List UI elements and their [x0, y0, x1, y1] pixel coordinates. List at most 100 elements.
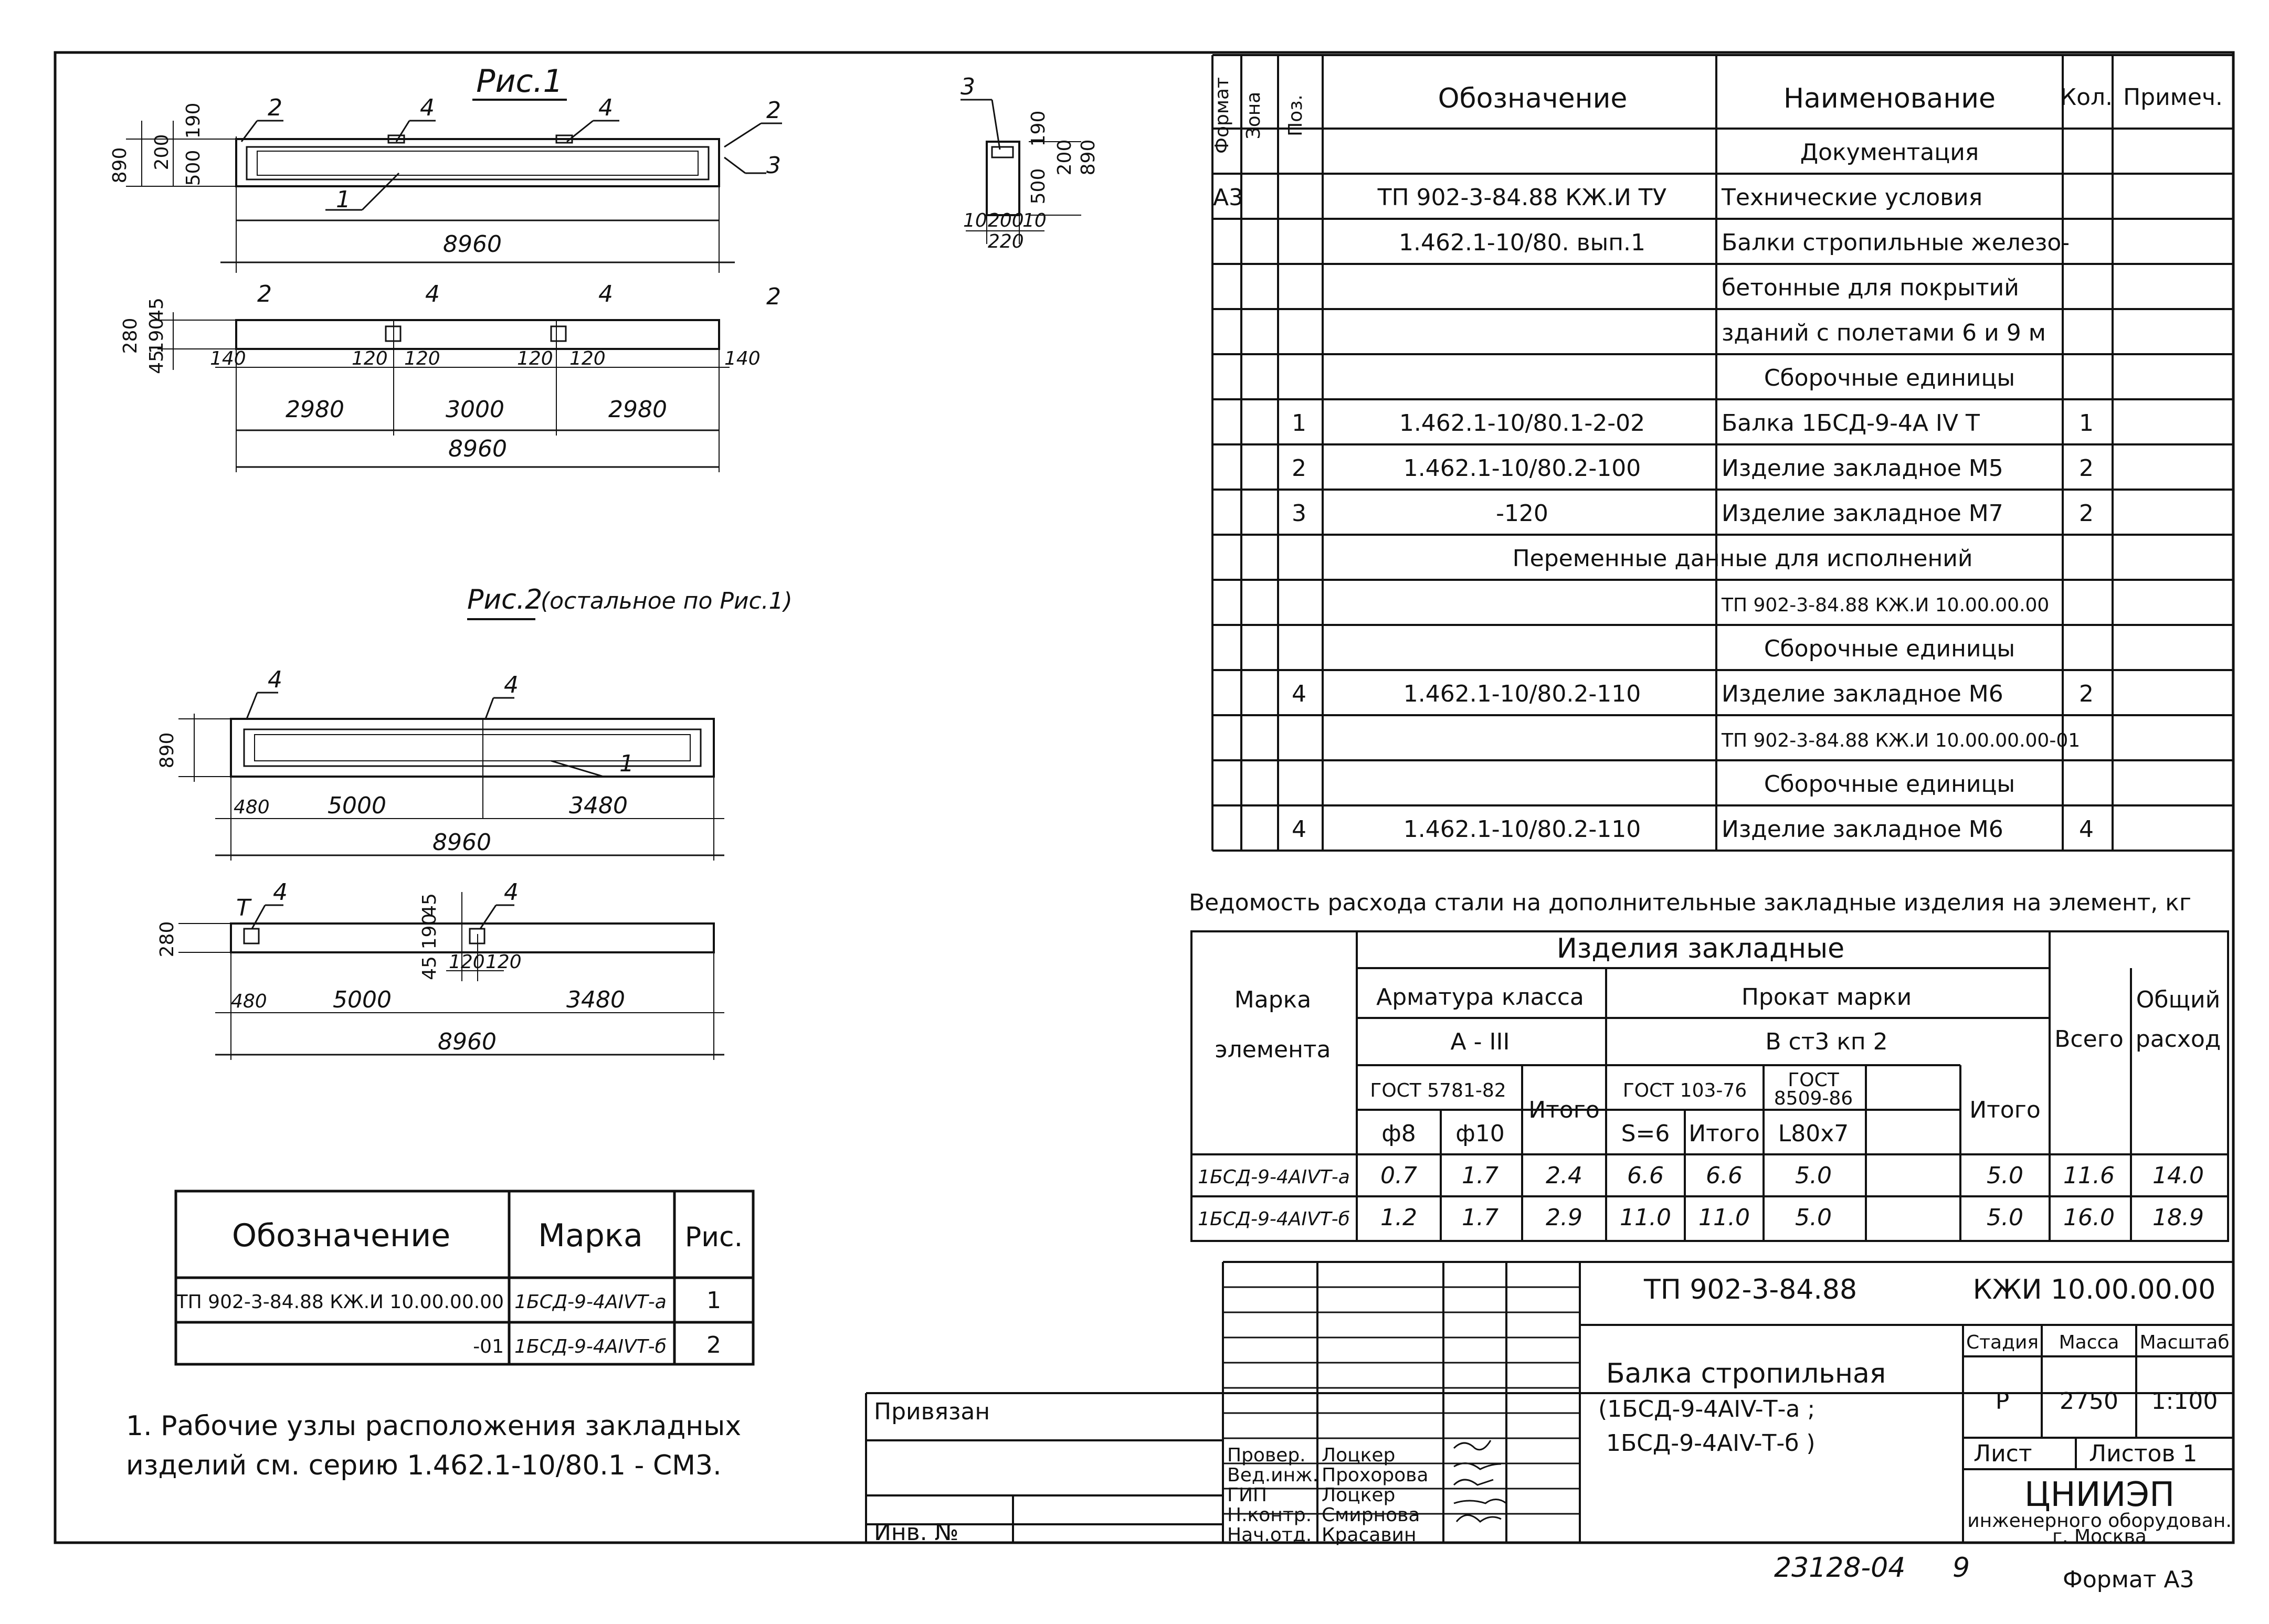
- spec-section-heading: Сборочные единицы: [1764, 771, 2015, 798]
- steel-h-gost103: ГОСТ 103-76: [1623, 1080, 1747, 1101]
- fig1-dim-200: 200: [151, 134, 173, 171]
- marks-fig-cell: 1: [706, 1287, 721, 1314]
- fig1-callout-2b: 2: [766, 97, 781, 124]
- tb-code: ТП 902-3-84.88: [1643, 1274, 1857, 1305]
- tb-stage: Р: [1996, 1388, 2010, 1415]
- steel-sum1-cell: 2.9: [1546, 1204, 1582, 1231]
- fig2-title: Рис.2: [467, 584, 542, 615]
- steel-h-l80: L80x7: [1778, 1120, 1849, 1147]
- spec-header-format: Формат: [1211, 77, 1233, 154]
- spec-designation-cell: -120: [1496, 500, 1548, 527]
- fig2-plan-callout-4a: 4: [273, 879, 288, 906]
- spec-section-heading: Переменные данные для исполнений: [1513, 545, 1973, 572]
- fig1-callout-4b: 4: [598, 94, 613, 121]
- spec-header-name: Наименование: [1783, 83, 1996, 114]
- spec-name-cell: Балка 1БСД-9-4А IV Т: [1722, 410, 1980, 437]
- spec-section-heading: Документация: [1800, 139, 1979, 166]
- spec-name-cell: Изделие закладное М7: [1722, 500, 2003, 527]
- tb-org-2: инженерного оборудован.: [1967, 1510, 2232, 1532]
- spec-qty-cell: 1: [2079, 410, 2094, 437]
- fig1-plan-120d: 120: [569, 348, 606, 369]
- spec-name-cell: Балки стропильные железо-: [1722, 229, 2070, 256]
- fig2-callout-4a: 4: [268, 666, 282, 693]
- steel-h-itogo3: Итого: [1688, 1120, 1760, 1147]
- tb-person: Лоцкер: [1322, 1484, 1395, 1506]
- fig2-beam-elevation: [178, 692, 724, 861]
- fig2-dim-890: 890: [156, 733, 178, 769]
- fig1-plan-140b: 140: [724, 348, 761, 369]
- fig2-plan-45b: 45: [419, 956, 440, 980]
- steel-h-itogo: Итого: [1528, 1097, 1600, 1123]
- steel-mark-cell: 1БСД-9-4АIVТ-б: [1198, 1208, 1350, 1230]
- tb-org: ЦНИИЭП: [2024, 1476, 2175, 1514]
- fig1-section-10b: 10: [1022, 210, 1047, 231]
- spec-header-pos: Поз.: [1285, 94, 1306, 136]
- tb-role: Н.контр.: [1227, 1504, 1312, 1526]
- spec-pos-cell: 1: [1292, 410, 1306, 437]
- fig1-dim-890: 890: [109, 147, 131, 184]
- steel-h-itogo2: Итого: [1969, 1097, 2041, 1123]
- tb-name-3: 1БСД-9-4АIV-Т-б ): [1606, 1430, 1816, 1457]
- spec-section-heading: Сборочные единицы: [1764, 635, 2015, 662]
- fig1-plan-120c: 120: [517, 348, 553, 369]
- spec-pos-cell: 3: [1292, 500, 1306, 527]
- steel-h-mark-1: Марка: [1234, 986, 1311, 1013]
- fig1-section-200w: 200: [988, 210, 1024, 231]
- steel-h-overall-2: расход: [2136, 1026, 2221, 1053]
- steel-d10-cell: 1.7: [1462, 1204, 1498, 1231]
- marks-mark-cell: 1БСД-9-4АIVТ-б: [514, 1336, 667, 1357]
- spec-header-zone: Зона: [1243, 92, 1264, 140]
- fig1-plan-2980b: 2980: [608, 396, 667, 423]
- marks-designation-cell: ТП 902-3-84.88 КЖ.И 10.00.00.00: [176, 1291, 504, 1313]
- footer-sheet: 9: [1953, 1552, 1970, 1584]
- steel-sum2-cell: 6.6: [1706, 1162, 1743, 1189]
- spec-designation-cell: 1.462.1-10/80.1-2-02: [1399, 410, 1645, 437]
- tb-role: Нач.отд.: [1227, 1524, 1312, 1546]
- fig1-callout-1: 1: [336, 186, 351, 213]
- steel-h-overall-1: Общий: [2136, 986, 2220, 1013]
- fig1-plan-callout-4b: 4: [598, 281, 613, 307]
- fig1-section-220: 220: [988, 231, 1024, 252]
- fig1-plan-8960: 8960: [448, 436, 507, 462]
- tb-person: Прохорова: [1322, 1464, 1428, 1486]
- steel-overall-cell: 14.0: [2152, 1162, 2204, 1189]
- marks-header-designation: Обозначение: [232, 1217, 450, 1254]
- fig2-dim-8960: 8960: [432, 829, 491, 856]
- steel-overall-cell: 18.9: [2152, 1204, 2204, 1231]
- spec-pos-cell: 2: [1292, 455, 1306, 482]
- fig1-plan-callout-2a: 2: [257, 281, 272, 307]
- spec-name-cell: Технические условия: [1721, 184, 1982, 211]
- footer-format: Формат А3: [2063, 1566, 2194, 1593]
- spec-qty-cell: 4: [2079, 816, 2094, 843]
- steel-h-prokat-grade: В ст3 кп 2: [1765, 1028, 1887, 1055]
- steel-mark-cell: 1БСД-9-4АIVТ-а: [1198, 1166, 1350, 1188]
- fig1-beam-plan: [157, 312, 730, 472]
- spec-designation-cell: 1.462.1-10/80.2-110: [1403, 816, 1641, 843]
- steel-h-total: Всего: [2054, 1026, 2123, 1053]
- spec-name-cell: Изделие закладное М5: [1722, 455, 2003, 482]
- tb-role: ГИП: [1227, 1484, 1267, 1506]
- fig1-callout-2a: 2: [268, 94, 282, 121]
- fig1-section-890: 890: [1078, 140, 1099, 176]
- fig1-section-190: 190: [1028, 111, 1049, 147]
- steel-h-gost8509-a: ГОСТ: [1788, 1069, 1839, 1091]
- fig1-plan-140a: 140: [210, 348, 246, 369]
- fig2-beam-plan: [178, 892, 724, 1060]
- spec-name-cell: ТП 902-3-84.88 КЖ.И 10.00.00.00-01: [1721, 730, 2080, 751]
- tb-privyazan: Привязан: [874, 1398, 990, 1425]
- fig2-plan-5000: 5000: [333, 986, 392, 1013]
- steel-sum3-cell: 5.0: [1987, 1162, 2023, 1189]
- fig2-plan-45a: 45: [419, 893, 440, 917]
- steel-h-rebar-class: А - III: [1451, 1028, 1510, 1055]
- steel-title: Ведомость расхода стали на дополнительны…: [1189, 889, 2191, 916]
- fig2-plan-callout-4b: 4: [504, 879, 519, 906]
- fig2-callout-1: 1: [619, 750, 634, 777]
- steel-l80-cell: 5.0: [1795, 1162, 1832, 1189]
- spec-table: Формат Зона Поз. Обозначение Наименовани…: [1211, 54, 2234, 852]
- fig1-plan-280: 280: [120, 318, 141, 354]
- steel-d8-cell: 1.2: [1380, 1204, 1417, 1231]
- fig1-title: Рис.1: [476, 63, 563, 100]
- tb-mass-label: Масса: [2059, 1332, 2119, 1353]
- fig2-plan-8960: 8960: [438, 1028, 497, 1055]
